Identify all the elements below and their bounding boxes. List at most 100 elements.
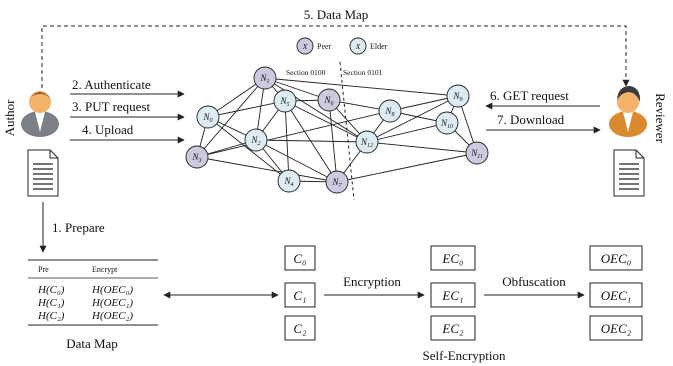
edge-N8-N3	[196, 110, 391, 158]
reviewer-label: Reviewer	[653, 93, 668, 143]
chunk-c1-label: C₁	[293, 288, 306, 303]
table-cell-pre-1: H(C₁)	[37, 297, 65, 309]
chunk-ec2-box	[430, 315, 476, 341]
author-document-icon	[27, 149, 59, 197]
chunk-ec1-box	[430, 282, 476, 308]
node-label-n7: N7	[331, 177, 342, 189]
edge-N3-N7	[196, 156, 338, 183]
table-cell-pre-2: H(C₂)	[37, 310, 65, 322]
edge-N1-N12	[264, 77, 368, 143]
reviewer-document-icon	[613, 149, 645, 197]
prepare-label: 1. Prepare	[52, 220, 105, 235]
edge-N0-N5	[207, 100, 286, 118]
edge-N0-N4	[207, 116, 290, 182]
node-label-n0: N0	[202, 112, 212, 124]
section-divider	[339, 61, 355, 201]
author-label: Author	[2, 99, 17, 137]
node-n6: N6	[317, 88, 341, 112]
chunk-ec0-box	[430, 245, 476, 271]
get-request-label: 6. GET request	[490, 88, 569, 103]
node-circle-n11	[465, 141, 489, 165]
legend-elder-symbol: X	[355, 42, 361, 51]
chunk-column-oec: OEC₀ OEC₁ OEC₂	[589, 245, 643, 341]
node-circle-n6	[317, 88, 341, 112]
chunk-column-c: C₀ C₁ C₂	[284, 245, 316, 341]
edge-N12-N11	[366, 141, 478, 154]
authenticate-label: 2. Authenticate	[72, 77, 151, 92]
obfuscation-label: Obfuscation	[502, 274, 566, 289]
table-header-pre: Pre	[38, 265, 49, 274]
table-cell-enc-1: H(OEC₁)	[91, 297, 133, 309]
node-label-n6: N6	[323, 95, 333, 107]
table-cell-enc-2: H(OEC₂)	[91, 310, 133, 322]
node-n0: N0	[196, 105, 220, 129]
section-label-0100: Section 0100	[286, 68, 326, 77]
node-label-n9: N9	[452, 91, 462, 103]
node-n5: N5	[273, 89, 297, 113]
node-circle-n2	[244, 128, 268, 152]
chunk-c2-box	[284, 315, 316, 341]
node-label-n5: N5	[279, 96, 289, 108]
node-n1: N1	[253, 66, 277, 90]
node-n4: N4	[277, 169, 301, 193]
chunk-c2-label: C₂	[293, 321, 307, 336]
chunk-ec2-label: EC₂	[441, 321, 464, 336]
data-map-share-arrow: 5. Data Map	[41, 7, 630, 88]
chunk-oec0-label: OEC₀	[601, 251, 632, 266]
reviewer-network-arrows: 6. GET request 7. Download	[485, 88, 601, 134]
node-n11: N11	[465, 141, 489, 165]
node-n10: N10	[435, 111, 459, 135]
node-n2: N2	[244, 128, 268, 152]
table-cell-pre-0: H(C₀)	[37, 284, 65, 296]
node-circle-n9	[446, 84, 470, 108]
self-encryption-caption: Self-Encryption	[422, 348, 506, 363]
edge-N7-N11	[336, 152, 478, 183]
node-label-n2: N2	[250, 135, 260, 147]
edge-N9-N12	[366, 95, 459, 143]
node-circle-n5	[273, 89, 297, 113]
node-label-n8: N8	[384, 106, 394, 118]
legend-peer-label: Peer	[317, 42, 332, 51]
chunk-c0-box	[284, 245, 316, 271]
node-circle-n7	[325, 170, 349, 194]
node-circle-n10	[435, 111, 459, 135]
chunk-oec1-label: OEC₁	[601, 288, 632, 303]
node-circle-n8	[378, 99, 402, 123]
legend-peer-symbol: X	[302, 42, 308, 51]
edge-N1-N3	[196, 77, 266, 158]
node-label-n3: N3	[191, 152, 201, 164]
edge-N1-N0	[207, 77, 266, 118]
reviewer-avatar	[609, 86, 647, 137]
data-map-table: Pre Encrypt H(C₀) H(OEC₀) H(C₁) H(OEC₁) …	[28, 259, 158, 351]
edge-N9-N1	[264, 77, 459, 97]
edge-N5-N12	[284, 100, 368, 143]
download-label: 7. Download	[497, 112, 565, 127]
edge-N2-N7	[255, 139, 338, 183]
chunk-oec2-label: OEC₂	[601, 321, 632, 336]
chunk-oec2-box	[589, 315, 643, 341]
upload-label: 4. Upload	[82, 122, 134, 137]
section-label-0101: Section 0101	[343, 68, 383, 77]
chunk-c1-box	[284, 282, 316, 308]
table-header-encrypt: Encrypt	[92, 265, 118, 274]
node-n9: N9	[446, 84, 470, 108]
legend-elder-label: Elder	[370, 42, 388, 51]
node-label-n1: N1	[259, 73, 269, 85]
chunk-column-ec: EC₀ EC₁ EC₂	[430, 245, 476, 341]
node-circle-n12	[355, 130, 379, 154]
node-n7: N7	[325, 170, 349, 194]
edge-N8-N9	[389, 95, 459, 112]
node-circle-n4	[277, 169, 301, 193]
legend: X Peer X Elder	[296, 37, 388, 55]
edge-N10-N12	[366, 122, 448, 143]
encryption-label: Encryption	[343, 274, 401, 289]
node-circle-n1	[253, 66, 277, 90]
chunk-ec0-label: EC₀	[441, 251, 463, 266]
prepare-arrow: 1. Prepare	[39, 202, 105, 253]
node-n12: N12	[355, 130, 379, 154]
edge-N5-N7	[284, 100, 338, 183]
node-circle-n0	[196, 105, 220, 129]
chunk-oec0-box	[589, 245, 643, 271]
